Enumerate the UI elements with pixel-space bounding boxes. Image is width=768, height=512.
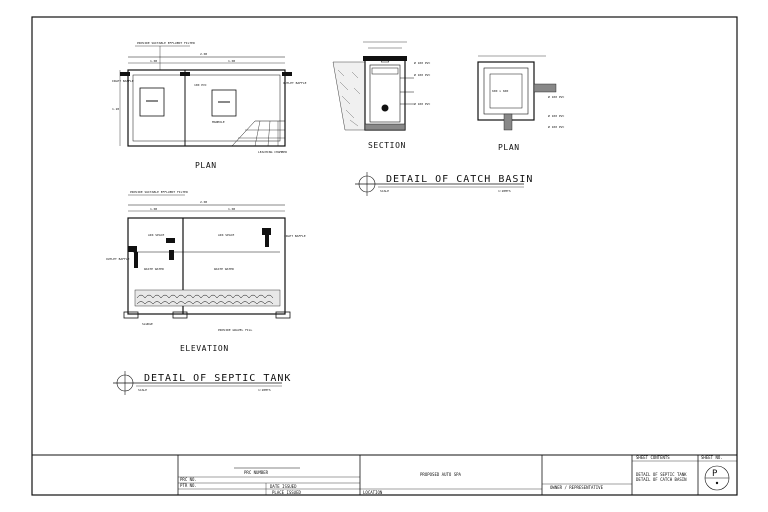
catch-basin-detail-title: DETAIL OF CATCH BASIN SCALE 1:20MTS <box>355 172 533 196</box>
tb-ptr-no: PTR NO. <box>180 483 197 488</box>
septic-elevation-label: ELEVATION <box>180 344 229 353</box>
tb-sheet-content-2: DETAIL OF CATCH BASIN <box>636 477 687 482</box>
septic-plan: PROVIDE SUITABLE EFFLUENT FILTER 2.00 1.… <box>112 41 307 170</box>
plan-pipe-label: 100 PVC <box>194 83 207 87</box>
septic-elevation: PROVIDE SUITABLE EFFLUENT FILTER 2.00 1.… <box>106 190 306 353</box>
tb-sheet-content-1: DETAIL OF SEPTIC TANK <box>636 472 687 477</box>
elev-inlet-label: INLET BAFFLE <box>284 234 306 238</box>
cb-section-note-3: Ø 100 PVC <box>414 101 430 106</box>
septic-plan-label: PLAN <box>195 161 217 170</box>
elev-dim-total: 2.00 <box>200 200 207 204</box>
cb-section-note-1: Ø 100 PVC <box>414 60 430 65</box>
plan-inlet-label: INLET BAFFLE <box>112 79 134 83</box>
catch-basin-plan: 600 x 600 Ø 100 PVC Ø 100 PVC Ø 100 PVC … <box>477 55 564 152</box>
elev-outlet-label: OUTLET BAFFLE <box>106 257 130 261</box>
tb-place-issued: PLACE ISSUED <box>272 490 301 495</box>
plan-outlet-label: OUTLET BAFFLE <box>283 81 307 85</box>
cb-plan-label: PLAN <box>498 143 520 152</box>
title-block: PRC NUMBER PRC NO. PTR NO. DATE ISSUED P… <box>31 454 738 496</box>
cb-plan-note-1: Ø 100 PVC <box>548 94 564 99</box>
cb-section-note-2: Ø 100 PVC <box>414 72 430 77</box>
cb-plan-inner: 600 x 600 <box>492 89 508 93</box>
plan-dim-height: 1.20 <box>112 107 119 111</box>
tb-location-label: LOCATION <box>363 490 383 495</box>
tb-sheet-code: P <box>712 469 718 479</box>
elev-air-1: AIR SPACE <box>148 233 164 237</box>
tb-project: PROPOSED AUTO SPA <box>420 472 462 477</box>
plan-dim-total: 2.00 <box>200 52 207 56</box>
plan-note-top: PROVIDE SUITABLE EFFLUENT FILTER <box>137 41 195 45</box>
elev-note-top: PROVIDE SUITABLE EFFLUENT FILTER <box>130 190 188 194</box>
cb-plan-note-3: Ø 100 PVC <box>548 124 564 129</box>
elev-air-2: AIR SPACE <box>218 233 234 237</box>
tb-owner-label: OWNER / REPRESENTATIVE <box>550 485 604 490</box>
cb-scale-value: 1:20MTS <box>498 189 511 193</box>
plan-leaching-label: LEACHING CHAMBER <box>258 150 287 154</box>
catch-basin-section: Ø 100 PVC Ø 100 PVC Ø 100 PVC SECTION <box>332 41 430 150</box>
septic-scale-value: 1:20MTS <box>258 388 271 392</box>
plan-dim-b: 1.00 <box>228 59 235 63</box>
septic-scale-label: SCALE <box>138 388 147 392</box>
tb-sheet-no-label: SHEET NO. <box>701 455 723 460</box>
septic-detail-title: DETAIL OF SEPTIC TANK SCALE 1:20MTS <box>113 371 291 395</box>
elev-sludge-label: SLUDGE <box>142 322 153 326</box>
cb-detail-label: DETAIL OF CATCH BASIN <box>386 174 533 185</box>
elev-water-2: WASTE WATER <box>214 267 234 271</box>
plan-manhole-label: MANHOLE <box>212 120 225 124</box>
tb-prc-no: PRC NO. <box>180 477 197 482</box>
plan-dim-a: 1.00 <box>150 59 157 63</box>
cb-plan-note-2: Ø 100 PVC <box>548 113 564 118</box>
tb-name-line: PRC NUMBER <box>244 470 269 475</box>
cb-scale-label: SCALE <box>380 189 389 193</box>
septic-detail-label: DETAIL OF SEPTIC TANK <box>144 373 291 384</box>
tb-date-issued: DATE ISSUED <box>270 484 297 489</box>
elev-dim-a: 1.00 <box>150 207 157 211</box>
tb-sheet-contents-label: SHEET CONTENTS <box>636 455 670 460</box>
elev-dim-b: 1.00 <box>228 207 235 211</box>
cb-section-label: SECTION <box>368 141 406 150</box>
elev-gravel-label: PROVIDE GRAVEL FILL <box>218 328 253 332</box>
elev-water-1: WASTE WATER <box>144 267 164 271</box>
